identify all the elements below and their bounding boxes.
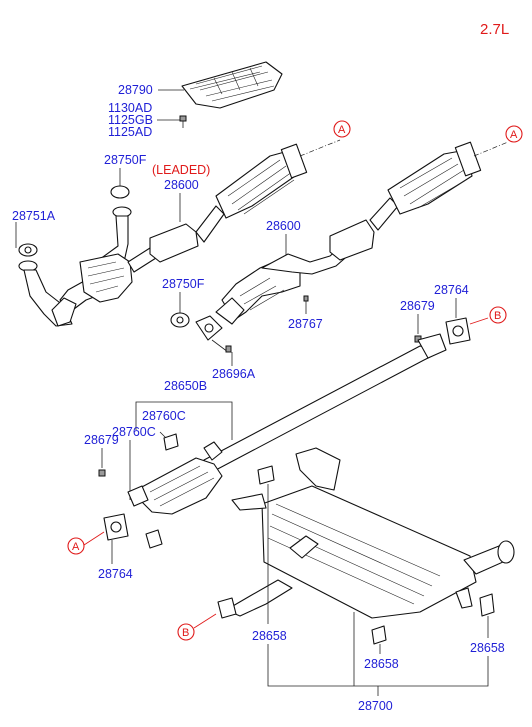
label-28679-left: 28679 bbox=[84, 433, 119, 447]
reference-a-top-middle: A bbox=[333, 120, 351, 138]
hanger-28760C-1 bbox=[163, 433, 179, 451]
label-1125GB: 1125GB bbox=[108, 113, 153, 127]
flange-28600-mid bbox=[195, 315, 223, 341]
svg-text:B: B bbox=[494, 310, 501, 322]
catalytic-converter-28600 bbox=[369, 141, 509, 231]
gasket-28751A bbox=[18, 243, 38, 257]
label-28751A: 28751A bbox=[12, 209, 56, 223]
label-28600-leaded: 28600 bbox=[164, 178, 199, 192]
label-28658-b: 28658 bbox=[364, 657, 399, 671]
reference-a-left: A bbox=[67, 537, 85, 555]
label-28764-right: 28764 bbox=[434, 283, 469, 297]
label-28750F-top: 28750F bbox=[104, 153, 147, 167]
label-28700: 28700 bbox=[358, 699, 393, 713]
label-28767: 28767 bbox=[288, 317, 323, 331]
reference-b-right: B bbox=[489, 306, 507, 324]
label-1125AD: 1125AD bbox=[108, 125, 152, 139]
label-28679-right: 28679 bbox=[400, 299, 435, 313]
hanger-28658-a bbox=[257, 465, 275, 485]
label-28760C-1: 28760C bbox=[142, 409, 186, 423]
hanger-28658-c bbox=[479, 593, 495, 617]
nut-28679-left bbox=[98, 469, 106, 477]
gasket-28750F-mid bbox=[170, 312, 190, 328]
hanger-28658-b bbox=[371, 625, 387, 645]
label-1130AD: 1130AD bbox=[108, 101, 152, 115]
gasket-28764-left bbox=[103, 513, 129, 541]
label-leaded: (LEADED) bbox=[152, 163, 210, 177]
bolt-28696A bbox=[225, 345, 232, 353]
svg-text:A: A bbox=[338, 124, 346, 136]
svg-text:A: A bbox=[510, 129, 518, 141]
front-pipe-28600 bbox=[215, 219, 375, 325]
label-28696A: 28696A bbox=[212, 367, 256, 381]
label-28790: 28790 bbox=[118, 83, 153, 97]
front-pipe-leaded bbox=[18, 206, 157, 327]
hanger-28760C-2 bbox=[145, 529, 163, 549]
gasket-28750F-top bbox=[110, 185, 130, 199]
label-28750F-mid: 28750F bbox=[162, 277, 205, 291]
heat-shield-28790 bbox=[181, 61, 283, 109]
label-28760C-2: 28760C bbox=[112, 425, 156, 439]
gasket-28764-right bbox=[445, 317, 471, 345]
svg-text:A: A bbox=[72, 541, 80, 553]
label-28650B: 28650B bbox=[164, 379, 207, 393]
rear-muffler-28700 bbox=[217, 447, 515, 619]
engine-title: 2.7L bbox=[480, 21, 509, 38]
bolt-28767 bbox=[303, 295, 309, 314]
label-28658-c: 28658 bbox=[470, 641, 505, 655]
catalytic-converter-leaded bbox=[149, 139, 341, 263]
svg-text:B: B bbox=[182, 627, 189, 639]
bolt-1125GB bbox=[179, 115, 187, 128]
label-28600: 28600 bbox=[266, 219, 301, 233]
label-28658-a: 28658 bbox=[252, 629, 287, 643]
center-pipe-28650B bbox=[127, 333, 447, 515]
reference-a-top-right: A bbox=[505, 125, 523, 143]
reference-b-bottom: B bbox=[177, 623, 195, 641]
label-28764-left: 28764 bbox=[98, 567, 133, 581]
